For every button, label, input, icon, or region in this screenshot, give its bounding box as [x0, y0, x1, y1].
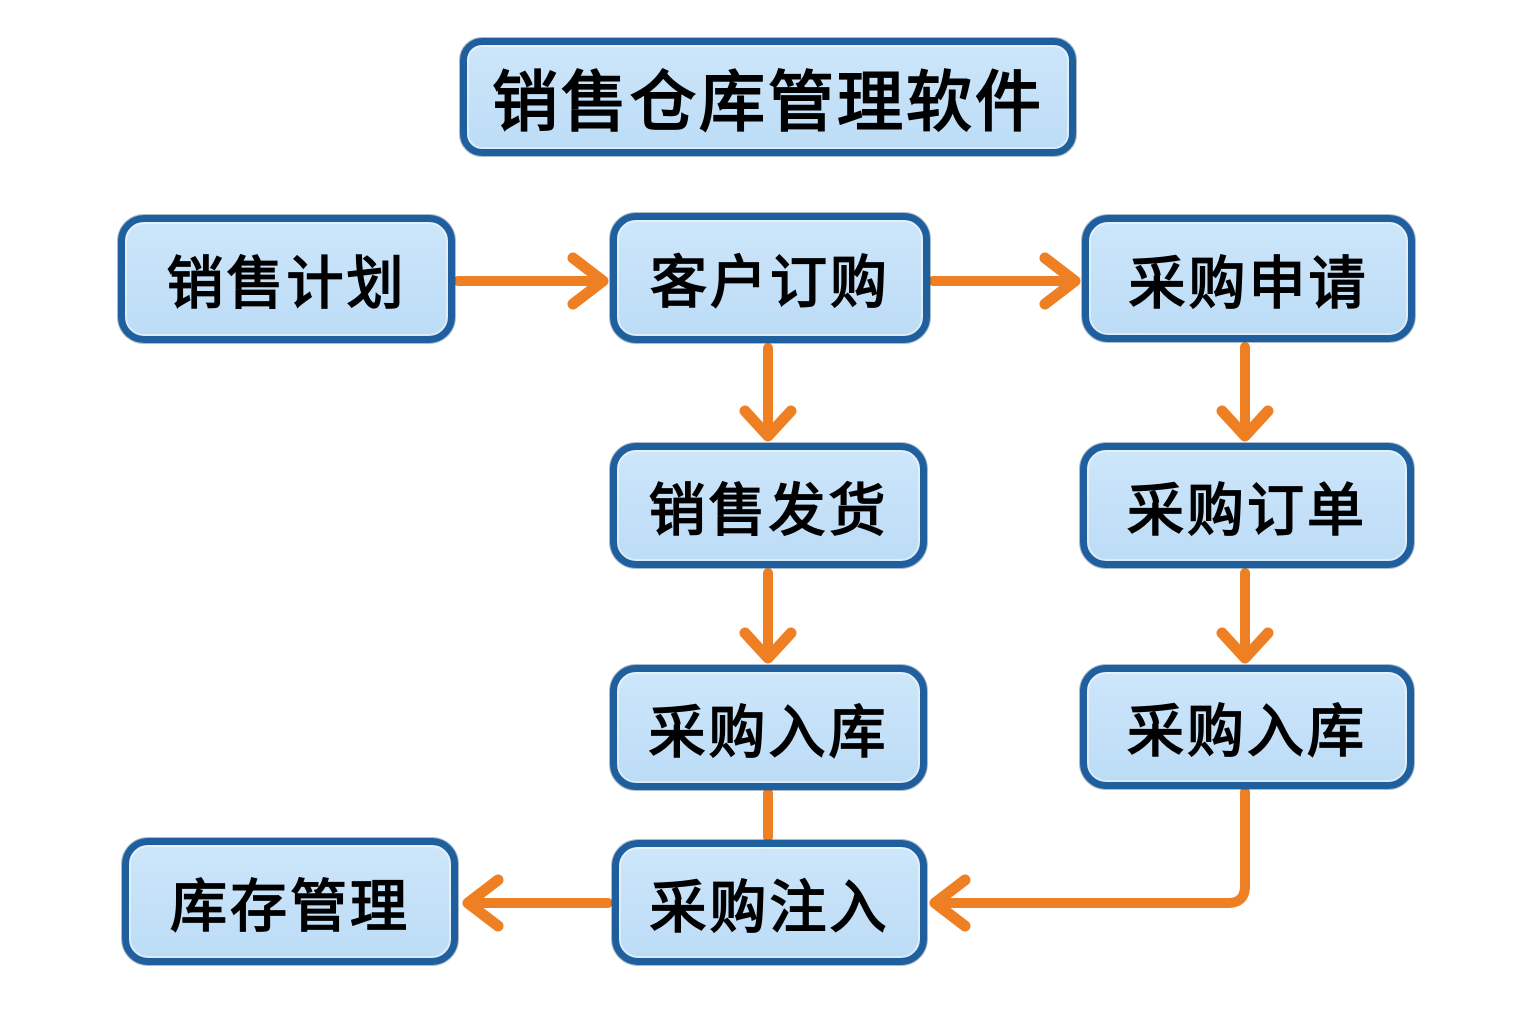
- node-sales-shipment: 销售发货: [610, 443, 927, 568]
- arrowhead-customer-order-to-sales-shipment: [739, 405, 797, 442]
- arrowhead-customer-order-to-purchase-request: [1039, 252, 1081, 310]
- node-purchase-request: 采购申请: [1082, 215, 1415, 342]
- node-customer-order: 客户订购: [610, 213, 930, 343]
- node-purchase-injection: 采购注入: [612, 840, 927, 965]
- diagram-title: 销售仓库管理软件: [460, 38, 1076, 156]
- node-inventory-management: 库存管理: [122, 838, 458, 965]
- arrowhead-purchase-injection-to-inventory-management: [462, 874, 504, 932]
- arrowhead-purchase-inbound-right-to-purchase-injection: [929, 874, 971, 932]
- arrow-purchase-inbound-right-to-purchase-injection: [937, 787, 1250, 908]
- node-sales-plan: 销售计划: [118, 215, 455, 343]
- node-purchase-order: 采购订单: [1080, 443, 1414, 568]
- arrowhead-purchase-request-to-purchase-order: [1216, 405, 1274, 442]
- arrowhead-purchase-order-to-purchase-inbound-right: [1216, 627, 1274, 664]
- arrowhead-sales-shipment-to-purchase-inbound-center: [739, 627, 797, 664]
- node-purchase-inbound-center: 采购入库: [610, 665, 927, 790]
- arrowhead-sales-plan-to-customer-order: [567, 252, 609, 310]
- node-purchase-inbound-right: 采购入库: [1080, 665, 1414, 789]
